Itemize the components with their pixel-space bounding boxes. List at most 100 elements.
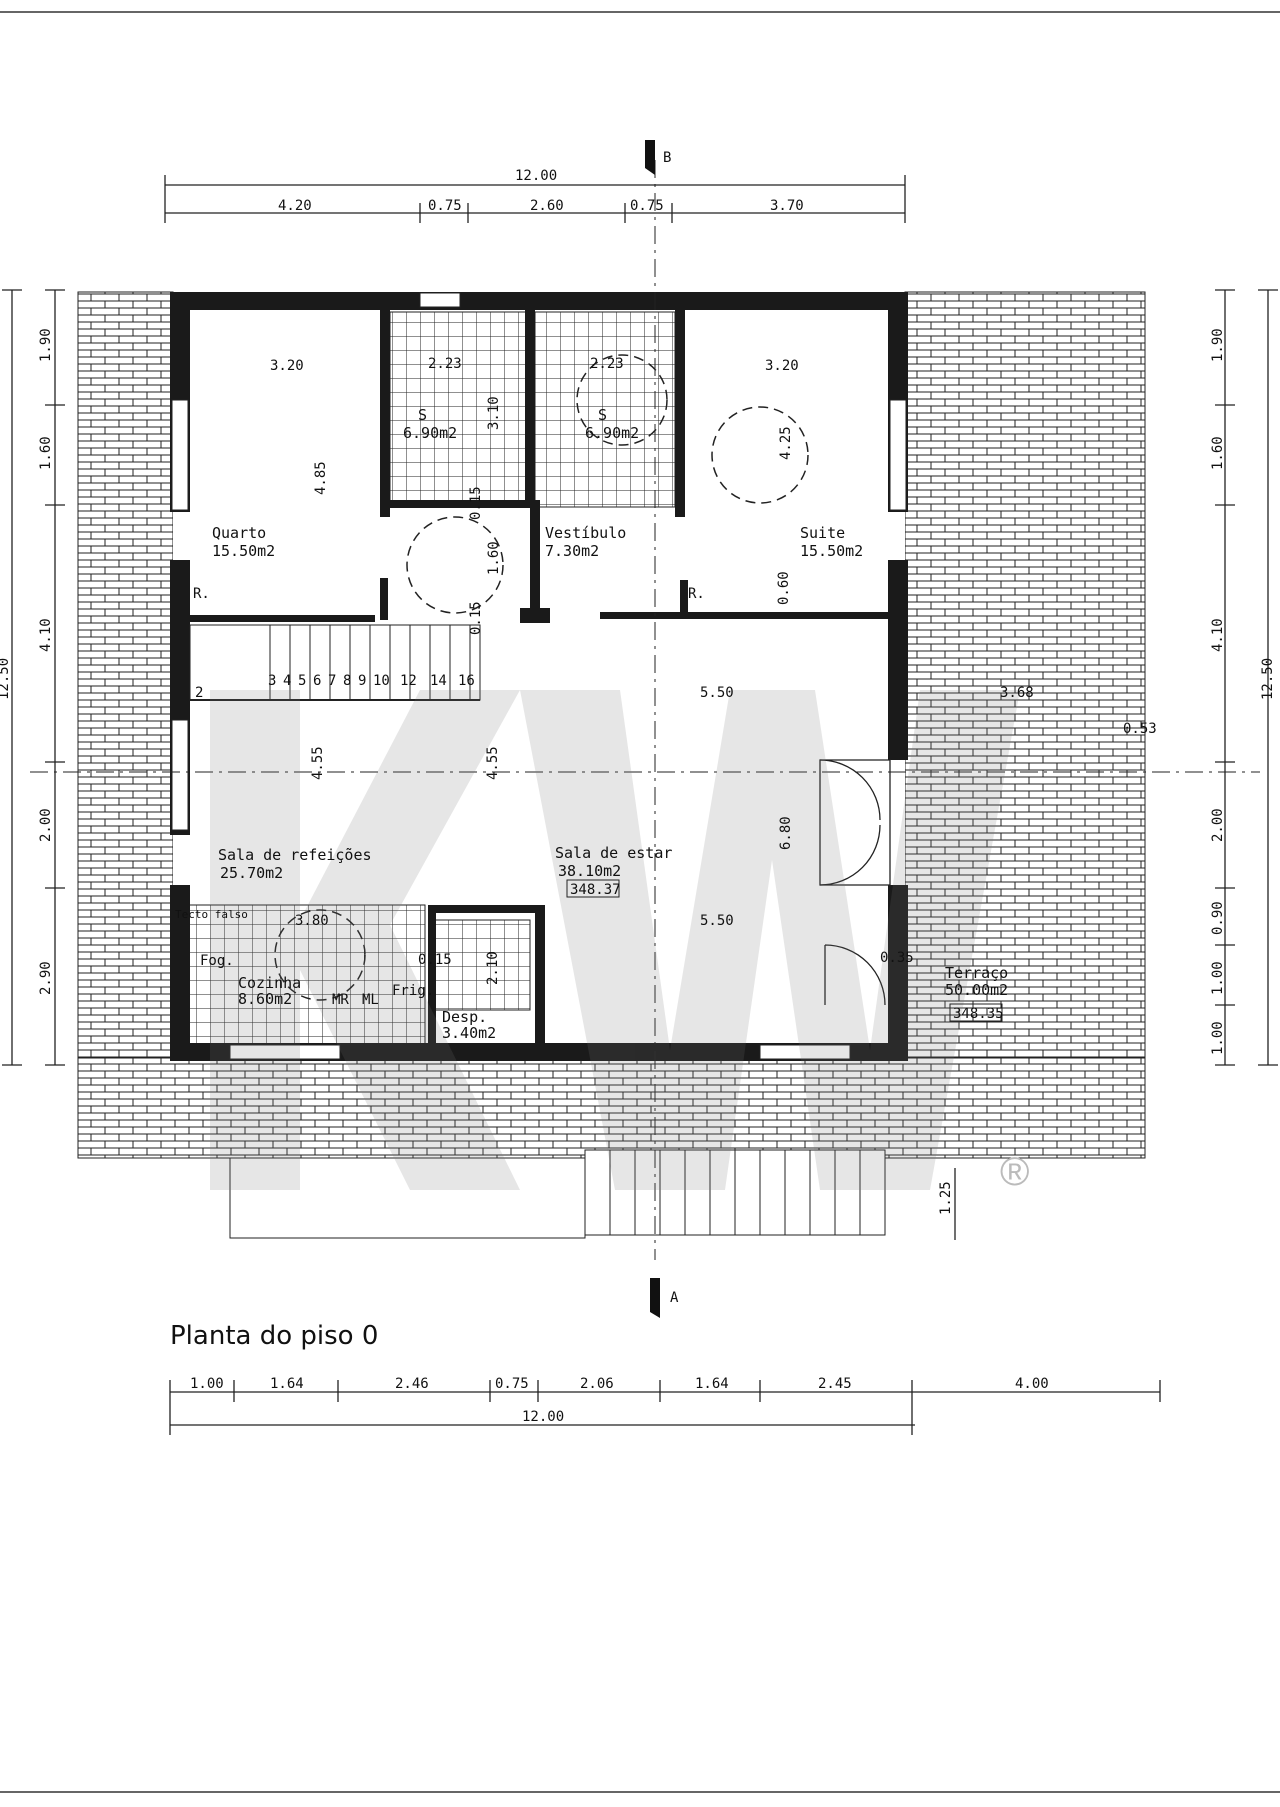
level-box-terraco	[949, 1003, 1003, 1022]
room-cozinha-name: Cozinha	[238, 974, 301, 992]
section-mark-top: B	[663, 150, 671, 166]
inner-dim-060: 0.60	[776, 571, 792, 605]
room-suite-name: Suite	[800, 524, 845, 542]
frigorifico-label: Frig.	[392, 983, 434, 999]
inner-dim-310: 3.10	[486, 396, 502, 430]
top-dim-5: 3.70	[770, 198, 804, 214]
right-dim-1: 1.90	[1210, 328, 1226, 362]
brick-paving	[77, 291, 1146, 1159]
stair-step-5: 5	[298, 673, 306, 689]
wheelchair-turning-circles	[274, 354, 809, 1001]
inner-dim-035: 0.35	[880, 950, 914, 966]
inner-dim-210: 2.10	[485, 951, 501, 985]
fogao-label: Fog.	[200, 953, 234, 969]
inner-dim-160: 1.60	[486, 541, 502, 575]
ml-label: ML	[362, 992, 379, 1008]
left-dim-2: 1.60	[38, 436, 54, 470]
left-dim-3: 4.10	[38, 618, 54, 652]
watermark-logo	[210, 690, 1020, 1190]
bottom-dim-1: 1.00	[190, 1376, 224, 1392]
closet-label-right: R.	[688, 586, 705, 602]
stair-step-6: 6	[313, 673, 321, 689]
top-dim-4: 0.75	[630, 198, 664, 214]
inner-dim-550-bottom: 5.50	[700, 913, 734, 929]
mr-label: MR	[332, 992, 349, 1008]
room-sala-estar-area: 38.10m2	[558, 862, 621, 880]
top-dim-1: 4.20	[278, 198, 312, 214]
bottom-dimension-lines	[169, 1380, 1161, 1435]
right-dim-5: 0.90	[1210, 901, 1226, 935]
room-wc1-name: S	[418, 406, 427, 424]
inner-dim-368: 3.68	[1000, 685, 1034, 701]
top-dim-2: 0.75	[428, 198, 462, 214]
room-vestibulo-name: Vestíbulo	[545, 524, 626, 542]
doors	[819, 759, 891, 1006]
room-sala-refeicoes-area: 25.70m2	[220, 864, 283, 882]
stair-step-16: 16	[458, 673, 475, 689]
room-wc2-name: S	[598, 406, 607, 424]
inner-dim-015-a: 0.15	[468, 486, 484, 520]
top-dimension-lines	[164, 175, 906, 223]
bottom-dim-5: 2.06	[580, 1376, 614, 1392]
bottom-dim-2: 1.64	[270, 1376, 304, 1392]
level-box-sala	[566, 879, 620, 898]
bottom-total-dim: 12.00	[522, 1409, 564, 1425]
bottom-dim-3: 2.46	[395, 1376, 429, 1392]
room-terraco-area: 50.00m2	[945, 981, 1008, 999]
room-desp-name: Desp.	[442, 1008, 487, 1026]
inner-dim-015-b: 0.15	[468, 601, 484, 635]
top-dim-3: 2.60	[530, 198, 564, 214]
inner-dim-550-top: 5.50	[700, 685, 734, 701]
inner-dim-455-a: 4.55	[310, 746, 326, 780]
closet-label-left: R.	[193, 586, 210, 602]
inner-dim-425: 4.25	[778, 426, 794, 460]
section-marker-b	[645, 140, 655, 175]
inner-dim-053: 0.53	[1123, 721, 1157, 737]
stair-step-12: 12	[400, 673, 417, 689]
right-dim-6: 1.00	[1210, 961, 1226, 995]
side-dimension-lines	[2, 289, 1278, 1240]
stair-step-9: 9	[358, 673, 366, 689]
staircase	[189, 624, 886, 1239]
right-dim-2: 1.60	[1210, 436, 1226, 470]
watermark-registered-mark: ®	[1000, 1150, 1029, 1194]
bottom-dim-8: 4.00	[1015, 1376, 1049, 1392]
tecto-falso-label: Tecto falso	[175, 908, 248, 921]
room-wc2-area: 6.90m2	[585, 424, 639, 442]
stair-step-2: 2	[195, 685, 203, 701]
inner-dim-015-c: 0.15	[418, 952, 452, 968]
windows	[171, 292, 907, 1060]
stair-step-3: 3	[268, 673, 276, 689]
room-sala-estar-level: 348.37	[570, 882, 621, 898]
room-quarto-area: 15.50m2	[212, 542, 275, 560]
drawing-title: Planta do piso 0	[170, 1321, 378, 1351]
stair-step-8: 8	[343, 673, 351, 689]
room-sala-estar-name: Sala de estar	[555, 844, 672, 862]
room-terraco-level: 348.35	[953, 1006, 1004, 1022]
room-desp-area: 3.40m2	[442, 1024, 496, 1042]
inner-dim-320-left: 3.20	[270, 358, 304, 374]
bottom-dim-7: 2.45	[818, 1376, 852, 1392]
room-vestibulo-area: 7.30m2	[545, 542, 599, 560]
inner-dim-485: 4.85	[313, 461, 329, 495]
left-dim-5: 2.90	[38, 961, 54, 995]
left-dim-1: 1.90	[38, 328, 54, 362]
stair-step-4: 4	[283, 673, 291, 689]
tiled-areas	[179, 311, 676, 1046]
bottom-dim-6: 1.64	[695, 1376, 729, 1392]
inner-dim-125: 1.25	[938, 1181, 954, 1215]
inner-dim-455-b: 4.55	[485, 746, 501, 780]
inner-dim-680: 6.80	[778, 816, 794, 850]
right-dim-7: 1.00	[1210, 1021, 1226, 1055]
stair-step-7: 7	[328, 673, 336, 689]
room-cozinha-area: 8.60m2	[238, 990, 292, 1008]
room-wc1-area: 6.90m2	[403, 424, 457, 442]
bottom-dim-4: 0.75	[495, 1376, 529, 1392]
right-dim-3: 4.10	[1210, 618, 1226, 652]
room-quarto-name: Quarto	[212, 524, 266, 542]
left-dim-4: 2.00	[38, 808, 54, 842]
inner-dim-223-right: 2.23	[590, 356, 624, 372]
section-axes	[30, 160, 1260, 1260]
section-marker-a	[650, 1278, 660, 1318]
